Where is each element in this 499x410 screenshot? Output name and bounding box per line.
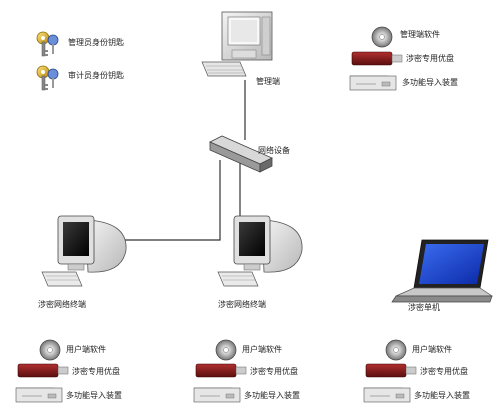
user-usb-label: 涉密专用优盘 — [420, 367, 468, 376]
user-usb-label: 涉密专用优盘 — [72, 367, 120, 376]
user-device-label: 多功能导入装置 — [66, 391, 122, 400]
network-device-label: 网络设备 — [258, 146, 290, 155]
user-usb-icon — [195, 363, 247, 378]
user-software-label: 用户端软件 — [242, 345, 282, 354]
left-terminal-computer-icon — [41, 215, 127, 287]
user-usb-label: 涉密专用优盘 — [250, 367, 298, 376]
admin-import-device-icon — [349, 75, 397, 91]
user-usb-icon — [17, 363, 69, 378]
user-tools-1-icons — [15, 339, 69, 403]
left-terminal-label: 涉密网络终端 — [38, 300, 86, 309]
user-device-label: 多功能导入装置 — [244, 391, 300, 400]
admin-key-icon — [36, 31, 59, 57]
center-terminal-label: 涉密网络终端 — [218, 300, 266, 309]
admin-software-label: 管理端软件 — [400, 30, 440, 39]
auditor-key-label: 审计员身份钥匙 — [68, 71, 124, 80]
network-switch-icon — [209, 135, 273, 173]
admin-device-label: 多功能导入装置 — [402, 78, 458, 87]
user-software-cd-icon — [215, 339, 237, 361]
user-software-cd-icon — [39, 339, 61, 361]
connector-lines — [115, 80, 246, 241]
laptop-icon — [391, 239, 494, 303]
auditor-key-icon — [36, 65, 59, 91]
user-tools-2-icons — [193, 339, 247, 403]
user-software-cd-icon — [385, 339, 407, 361]
user-software-label: 用户端软件 — [66, 345, 106, 354]
admin-tools-icons — [349, 26, 403, 91]
user-device-label: 多功能导入装置 — [414, 391, 470, 400]
center-terminal-computer-icon — [217, 215, 303, 287]
user-software-label: 用户端软件 — [412, 345, 452, 354]
user-tools-3-icons — [363, 339, 417, 403]
admin-terminal-label: 管理端 — [256, 77, 280, 86]
user-usb-icon — [365, 363, 417, 378]
admin-usb-label: 涉密专用优盘 — [406, 54, 454, 63]
standalone-label: 涉密单机 — [408, 303, 440, 312]
user-import-device-icon — [193, 387, 241, 403]
switch-to-left-terminal-line — [115, 160, 221, 241]
admin-usb-icon — [351, 51, 403, 66]
admin-key-label: 管理员身份钥匙 — [68, 38, 124, 47]
admin-computer-icon — [201, 11, 273, 77]
admin-software-cd-icon — [371, 26, 393, 48]
user-import-device-icon — [15, 387, 63, 403]
user-import-device-icon — [363, 387, 411, 403]
